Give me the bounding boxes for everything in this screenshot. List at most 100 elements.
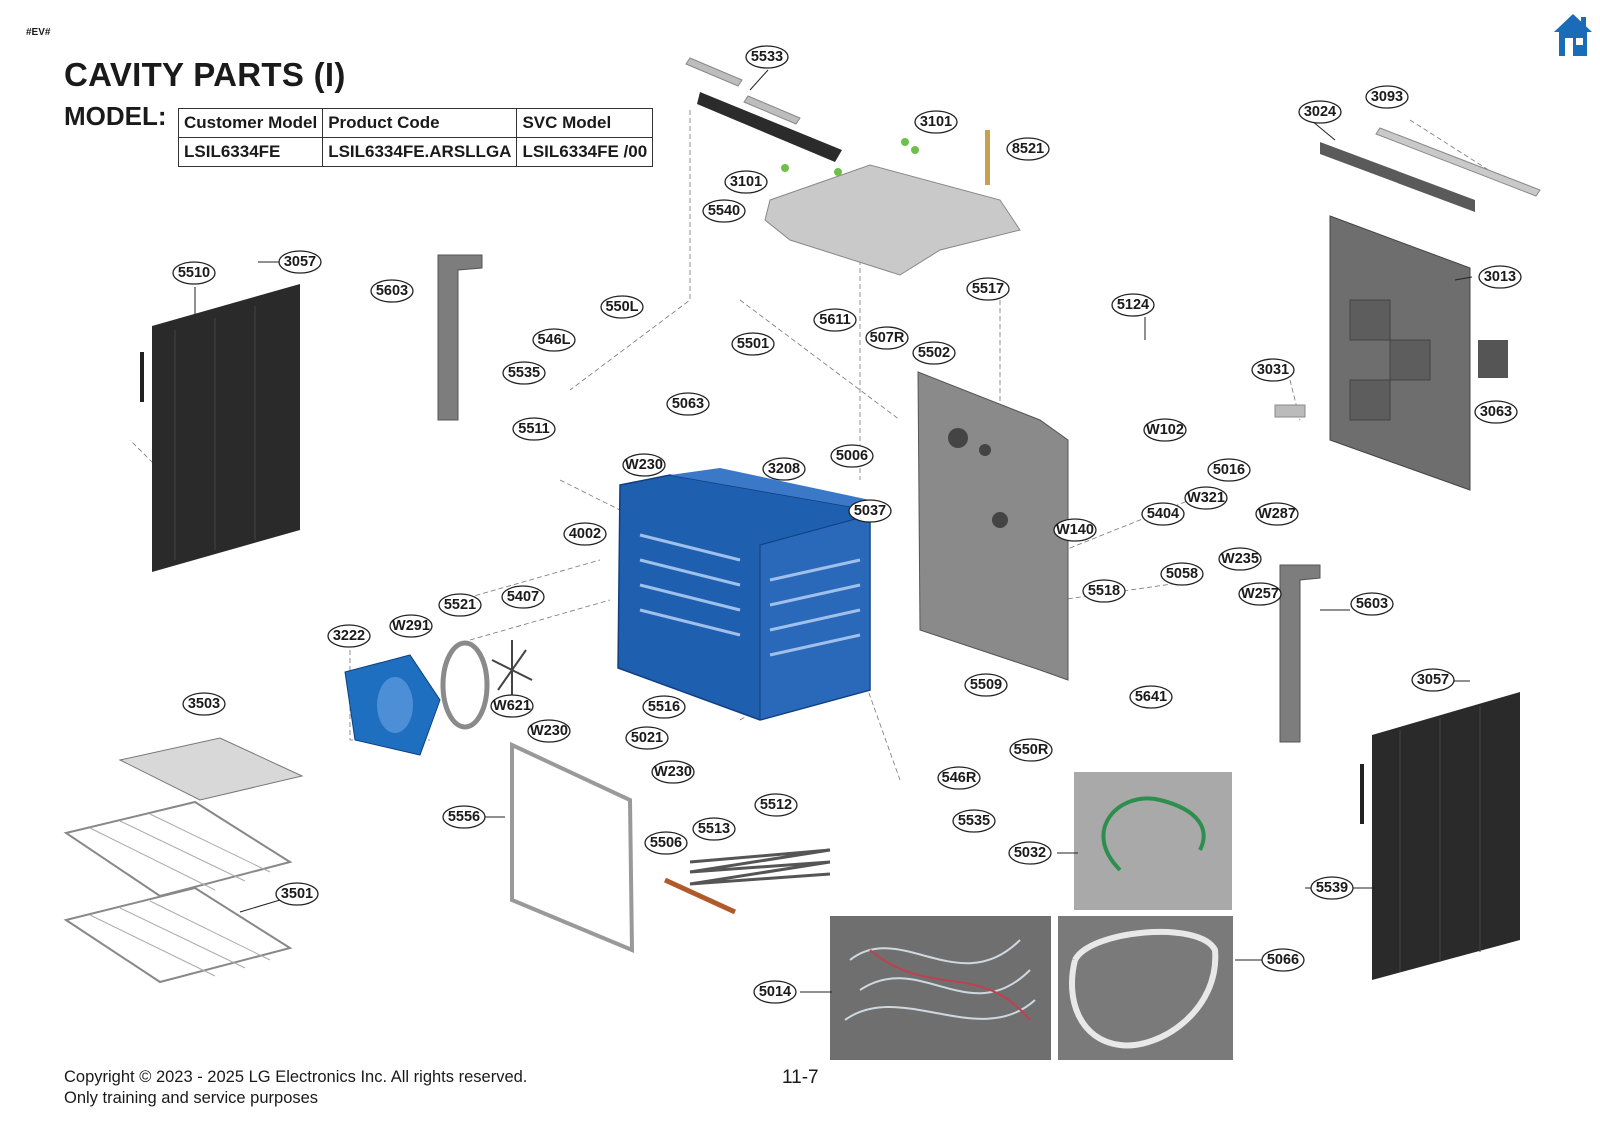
callout-label: 550R bbox=[1014, 742, 1049, 758]
model-table-row: LSIL6334FE LSIL6334FE.ARSLLGA LSIL6334FE… bbox=[177, 137, 654, 167]
callout-3101: 3101 bbox=[914, 110, 958, 134]
callout-label: 3501 bbox=[281, 886, 313, 902]
oven-racks-part bbox=[63, 737, 304, 984]
callout-507r: 507R bbox=[865, 326, 909, 350]
page-title: CAVITY PARTS (I) bbox=[64, 56, 346, 93]
callout-5501: 5501 bbox=[731, 332, 775, 356]
callout-label: 3057 bbox=[284, 254, 316, 270]
callout-label: 5513 bbox=[698, 821, 730, 837]
callout-label: 5506 bbox=[650, 835, 682, 851]
callout-4002: 4002 bbox=[563, 522, 607, 546]
callout-label: 546L bbox=[537, 332, 570, 348]
callout-label: W257 bbox=[1241, 586, 1279, 602]
callout-label: 4002 bbox=[569, 526, 601, 542]
callout-3013: 3013 bbox=[1478, 265, 1522, 289]
callout-w230: W230 bbox=[622, 453, 666, 477]
callout-3503: 3503 bbox=[182, 692, 226, 716]
model-label: MODEL: bbox=[64, 101, 167, 131]
callout-w291: W291 bbox=[389, 614, 433, 638]
page-number: 11-7 bbox=[782, 1067, 819, 1088]
callout-5509: 5509 bbox=[964, 673, 1008, 697]
callout-label: 5540 bbox=[708, 203, 740, 219]
callout-5641: 5641 bbox=[1129, 685, 1173, 709]
callout-5513: 5513 bbox=[692, 817, 736, 841]
callout-5512: 5512 bbox=[754, 793, 798, 817]
callout-w257: W257 bbox=[1238, 582, 1282, 606]
callout-label: 5021 bbox=[631, 730, 663, 746]
photo-wire-5032 bbox=[1074, 772, 1232, 910]
callout-label: 5518 bbox=[1088, 583, 1120, 599]
callout-label: 3063 bbox=[1480, 404, 1512, 420]
callout-5037: 5037 bbox=[848, 499, 892, 523]
callout-label: 3101 bbox=[920, 114, 952, 130]
cell-customer-model: LSIL6334FE bbox=[177, 137, 324, 167]
callout-5603: 5603 bbox=[370, 279, 414, 303]
part-callouts: 5533310131018521554030933024301330633031… bbox=[172, 45, 1522, 1004]
callout-label: 5611 bbox=[819, 312, 850, 328]
callout-label: 5556 bbox=[448, 809, 480, 825]
callout-label: 5006 bbox=[836, 448, 868, 464]
cell-svc-model: LSIL6334FE /00 bbox=[516, 137, 654, 167]
callout-label: 5063 bbox=[672, 396, 704, 412]
callout-3093: 3093 bbox=[1365, 85, 1409, 109]
callout-3222: 3222 bbox=[327, 624, 371, 648]
bake-element-part bbox=[663, 848, 831, 915]
callout-5407: 5407 bbox=[501, 585, 545, 609]
callout-550r: 550R bbox=[1009, 738, 1053, 762]
callout-5124: 5124 bbox=[1111, 293, 1155, 317]
callout-label: 5511 bbox=[518, 421, 549, 437]
callout-3063: 3063 bbox=[1474, 400, 1518, 424]
callout-label: 5124 bbox=[1117, 297, 1149, 313]
callout-5535: 5535 bbox=[952, 809, 996, 833]
callout-5521: 5521 bbox=[438, 593, 482, 617]
callout-5502: 5502 bbox=[912, 341, 956, 365]
callout-label: 3093 bbox=[1371, 89, 1403, 105]
callout-label: 546R bbox=[942, 770, 977, 786]
callout-label: 5533 bbox=[751, 49, 783, 65]
callout-label: W321 bbox=[1187, 490, 1225, 506]
cell-product-code: LSIL6334FE.ARSLLGA bbox=[322, 137, 518, 167]
callout-label: 507R bbox=[870, 330, 905, 346]
callout-5510: 5510 bbox=[172, 261, 216, 285]
header-customer-model: Customer Model bbox=[177, 108, 324, 138]
top-cover-part bbox=[685, 57, 1021, 276]
callout-label: 5521 bbox=[444, 597, 476, 613]
rear-frame-part bbox=[917, 371, 1069, 681]
callout-5016: 5016 bbox=[1207, 458, 1251, 482]
callout-label: W230 bbox=[625, 457, 663, 473]
callout-label: 3208 bbox=[768, 461, 800, 477]
left-column-part bbox=[437, 254, 483, 421]
oven-cavity-part bbox=[617, 468, 871, 721]
callout-5014: 5014 bbox=[753, 980, 797, 1004]
callout-label: 5037 bbox=[854, 503, 886, 519]
callout-label: 5016 bbox=[1213, 462, 1245, 478]
callout-5535: 5535 bbox=[502, 361, 546, 385]
callout-w235: W235 bbox=[1218, 547, 1262, 571]
callout-label: 3503 bbox=[188, 696, 220, 712]
callout-label: W291 bbox=[392, 618, 430, 634]
callout-3057: 3057 bbox=[1411, 668, 1455, 692]
callout-w102: W102 bbox=[1143, 418, 1187, 442]
callout-w287: W287 bbox=[1255, 502, 1299, 526]
callout-5506: 5506 bbox=[644, 831, 688, 855]
callout-3208: 3208 bbox=[762, 457, 806, 481]
callout-label: 5407 bbox=[507, 589, 539, 605]
model-table-header-row: Customer Model Product Code SVC Model bbox=[177, 108, 654, 138]
callout-5032: 5032 bbox=[1008, 841, 1052, 865]
callout-label: 5535 bbox=[958, 813, 990, 829]
callout-5063: 5063 bbox=[666, 392, 710, 416]
callout-5539: 5539 bbox=[1310, 876, 1354, 900]
callout-label: 3013 bbox=[1484, 269, 1516, 285]
callout-3031: 3031 bbox=[1251, 358, 1295, 382]
callout-5006: 5006 bbox=[830, 444, 874, 468]
home-icon[interactable] bbox=[1553, 12, 1593, 58]
callout-label: 5058 bbox=[1166, 566, 1198, 582]
callout-label: 5539 bbox=[1316, 880, 1348, 896]
callout-label: 5501 bbox=[737, 336, 769, 352]
callout-3057: 3057 bbox=[278, 250, 322, 274]
callout-5540: 5540 bbox=[702, 199, 746, 223]
callout-w321: W321 bbox=[1184, 486, 1228, 510]
callout-label: 550L bbox=[605, 299, 638, 315]
callout-label: 5066 bbox=[1267, 952, 1299, 968]
